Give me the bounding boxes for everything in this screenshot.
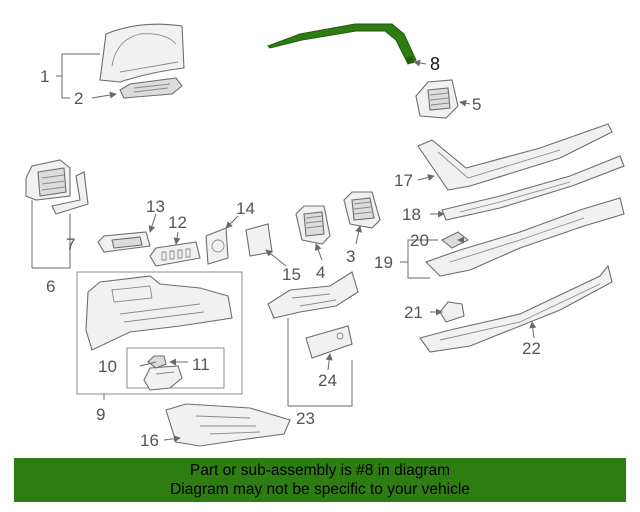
part-5-vent [415,79,459,119]
callout-18: 18 [402,205,421,224]
banner-line-1: Part or sub-assembly is #8 in diagram [189,462,451,479]
callout-16: 16 [140,431,159,450]
callout-7: 7 [66,235,75,254]
callout-4: 4 [316,263,325,282]
part-22-lower-trim [419,264,613,353]
part-1-cluster-bezel [99,23,185,83]
part-10-11-box [126,347,225,389]
callout-5: 5 [472,95,481,114]
parts-diagram: 1 2 3 4 5 6 7 8 9 10 11 12 13 14 15 16 1… [25,23,625,450]
callout-13: 13 [146,197,165,216]
part-10-glove-lock [143,365,183,391]
part-11-latch [147,355,167,369]
callout-3: 3 [346,247,355,266]
callout-21: 21 [404,303,423,322]
part-9-group-box [76,271,243,395]
callout-10: 10 [98,357,117,376]
callout-11: 11 [192,355,210,374]
part-7-side-trim [51,171,89,215]
callout-23: 23 [296,409,315,428]
callout-19: 19 [374,253,393,272]
callout-8[interactable]: 8 [430,54,440,74]
part-23-bracket [267,271,359,319]
callout-2: 2 [74,89,83,108]
part-18-trim [441,155,625,221]
part-6-side-vent [25,159,71,201]
banner-line-2: Diagram may not be specific to your vehi… [170,481,470,498]
part-24-panel [305,325,353,359]
info-banner: Part or sub-assembly is #8 in diagram Di… [14,458,626,502]
part-2-switch-panel [119,77,183,99]
part-20-clip [440,231,470,249]
part-12-switch-panel [149,241,201,267]
part-3-vent [343,191,381,229]
callout-9: 9 [96,405,105,424]
callout-14: 14 [236,199,255,218]
callout-1: 1 [40,67,49,86]
part-8-trim-strip[interactable] [267,23,417,65]
callout-20: 20 [410,231,429,250]
part-21-clip [439,301,465,323]
part-13-switch-bezel [97,231,151,253]
callout-22: 22 [522,339,541,358]
callout-17: 17 [394,171,413,190]
callout-15: 15 [282,265,301,284]
part-9-glove-box [85,275,233,351]
callout-12: 12 [168,213,187,232]
leader-lines [31,53,537,443]
part-16-lower-panel [165,403,291,447]
part-14-knob-panel [205,227,229,265]
callout-6: 6 [46,277,55,296]
part-17-dash-trim [417,123,613,191]
part-4-vent [295,205,331,245]
callout-24: 24 [318,371,337,390]
part-19-panel [424,197,625,277]
